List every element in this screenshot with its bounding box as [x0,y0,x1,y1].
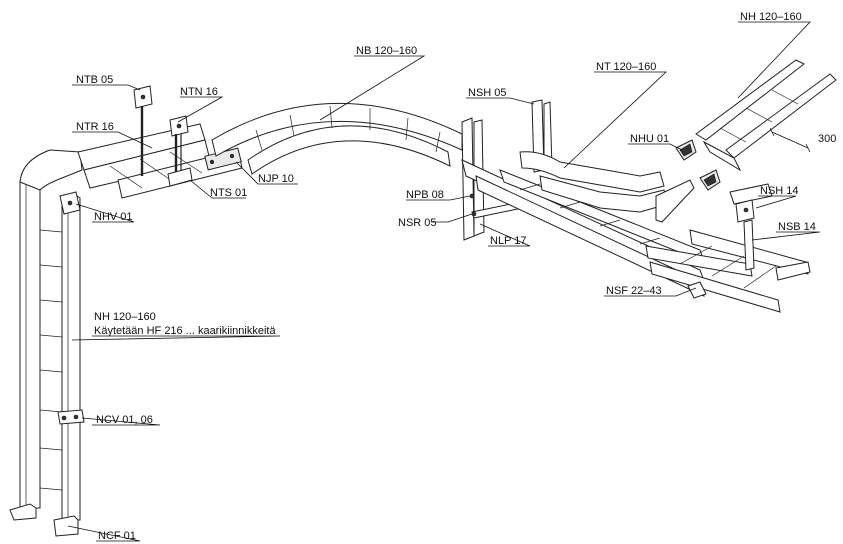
nhu-brackets [655,139,721,223]
leader-lines [67,21,821,542]
label-njp10: NJP 10 [258,173,294,185]
label-nt: NT 120–160 [596,61,656,73]
label-ntr16: NTR 16 [76,121,114,133]
center-supports [461,99,553,241]
part-labels: NTB 05 NTN 16 NTR 16 NTS 01 NJP 10 NHV 0… [76,11,836,542]
label-nb: NB 120–160 [356,45,417,57]
top-right-ladder [695,59,837,172]
label-nsf: NSF 22–43 [606,285,662,297]
label-ntn16: NTN 16 [180,86,218,98]
label-nhv01: NHV 01 [94,211,133,223]
label-nhu01: NHU 01 [630,133,669,145]
t-junction [519,151,669,213]
vertical-ladder [9,149,85,537]
label-nts01: NTS 01 [210,187,247,199]
right-post [729,183,773,271]
label-dim-300: 300 [818,133,836,145]
label-nh-left-1: NH 120–160 [94,311,156,323]
label-nsb14: NSB 14 [778,221,816,233]
label-ncf01: NCF 01 [98,530,136,542]
label-ncv: NCV 01, 06 [96,414,153,426]
label-nlp17: NLP 17 [490,235,527,247]
label-nh-top-right: NH 120–160 [740,11,802,23]
label-nh-left-2: Käytetään HF 216 ... kaarikiinnikkeitä [94,325,276,337]
label-nsh05: NSH 05 [468,87,507,99]
hanger-rods [133,85,193,187]
arched-bend [211,102,463,175]
label-nsh14: NSH 14 [760,185,799,197]
label-npb08: NPB 08 [406,189,444,201]
label-nsr05: NSR 05 [398,217,437,229]
label-ntb05: NTB 05 [76,74,113,86]
